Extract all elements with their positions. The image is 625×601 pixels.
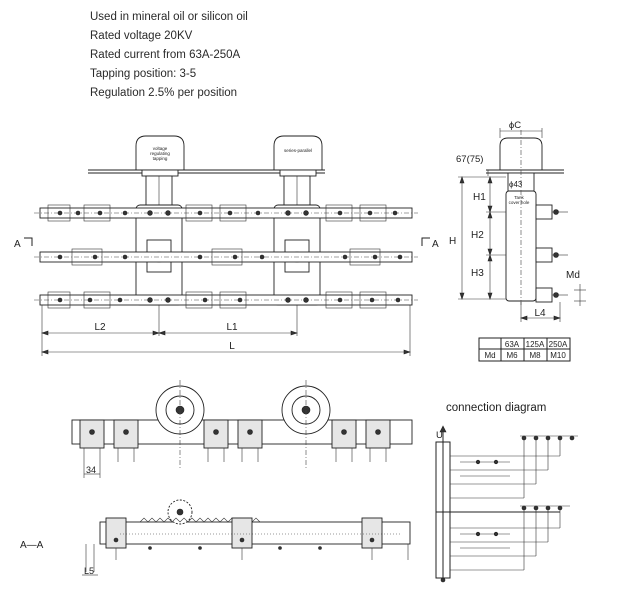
dim-h2: H2 [471, 230, 484, 241]
spec-list: Used in mineral oil or silicon oil Rated… [90, 8, 248, 103]
top-view: 34 [71, 380, 413, 478]
spec-line: Rated current from 63A-250A [90, 49, 241, 61]
cap-label: tapping [153, 156, 168, 161]
table-header-cell: 63A [505, 340, 520, 349]
current-table: 63A 125A 250A Md M6 M8 M10 [478, 337, 571, 362]
dim-l4: L4 [534, 308, 546, 319]
dim-phi-c: ϕC [509, 120, 521, 131]
spec-line: Rated voltage 20KV [90, 30, 193, 42]
dim-md: Md [566, 270, 580, 281]
cap-label: series-parallel [284, 148, 312, 153]
section-rail [99, 521, 411, 545]
dim-h3: H3 [471, 268, 484, 279]
dim-h1: H1 [473, 192, 486, 203]
dim-top: 67(75) [456, 154, 483, 165]
spec-line: Used in mineral oil or silicon oil [90, 11, 248, 23]
connection-diagram-title: connection diagram [446, 402, 547, 414]
table-row-label: Md [484, 351, 495, 360]
phase-bar-3 [34, 294, 418, 306]
spec-line: Tapping position: 3-5 [90, 68, 197, 80]
section-view: A—A L5 [20, 499, 411, 576]
dim-34: 34 [86, 465, 96, 475]
table-cell: M6 [506, 351, 518, 360]
table-cell: M10 [550, 351, 566, 360]
phase-bar-1 [34, 207, 418, 219]
front-view: voltage regulating tapping series-parall… [14, 135, 439, 356]
drive-cap-left: voltage regulating tapping [135, 135, 185, 177]
dim-l1: L1 [226, 322, 238, 333]
phase-bar-2 [34, 251, 418, 263]
connection-diagram: U [435, 425, 578, 583]
section-label: A—A [20, 540, 44, 551]
side-view: ϕC 67(75) ϕ43 Tank cover hole H1 H2 H3 H… [449, 120, 586, 322]
section-marker-right: A [432, 239, 439, 250]
dim-l5: L5 [84, 566, 94, 576]
conn-u-label: U [436, 430, 443, 441]
front-dimensions: L2 L1 L [41, 305, 411, 356]
table-header-cell: 125A [526, 340, 545, 349]
dim-l2: L2 [94, 322, 106, 333]
cap-label: regulating [150, 151, 170, 156]
spec-line: Regulation 2.5% per position [90, 87, 238, 99]
contact-bolts [57, 210, 403, 303]
dim-h: H [449, 236, 456, 247]
drive-cap-right: series-parallel [273, 135, 323, 177]
section-marker-left: A [14, 239, 21, 250]
dim-l: L [229, 341, 235, 352]
note-line: cover hole [509, 200, 530, 205]
dim-phi43: ϕ43 [509, 180, 523, 189]
table-cell: M8 [529, 351, 541, 360]
cap-label: voltage [153, 146, 168, 151]
table-header-cell: 250A [549, 340, 568, 349]
note-line: Tank [514, 195, 524, 200]
